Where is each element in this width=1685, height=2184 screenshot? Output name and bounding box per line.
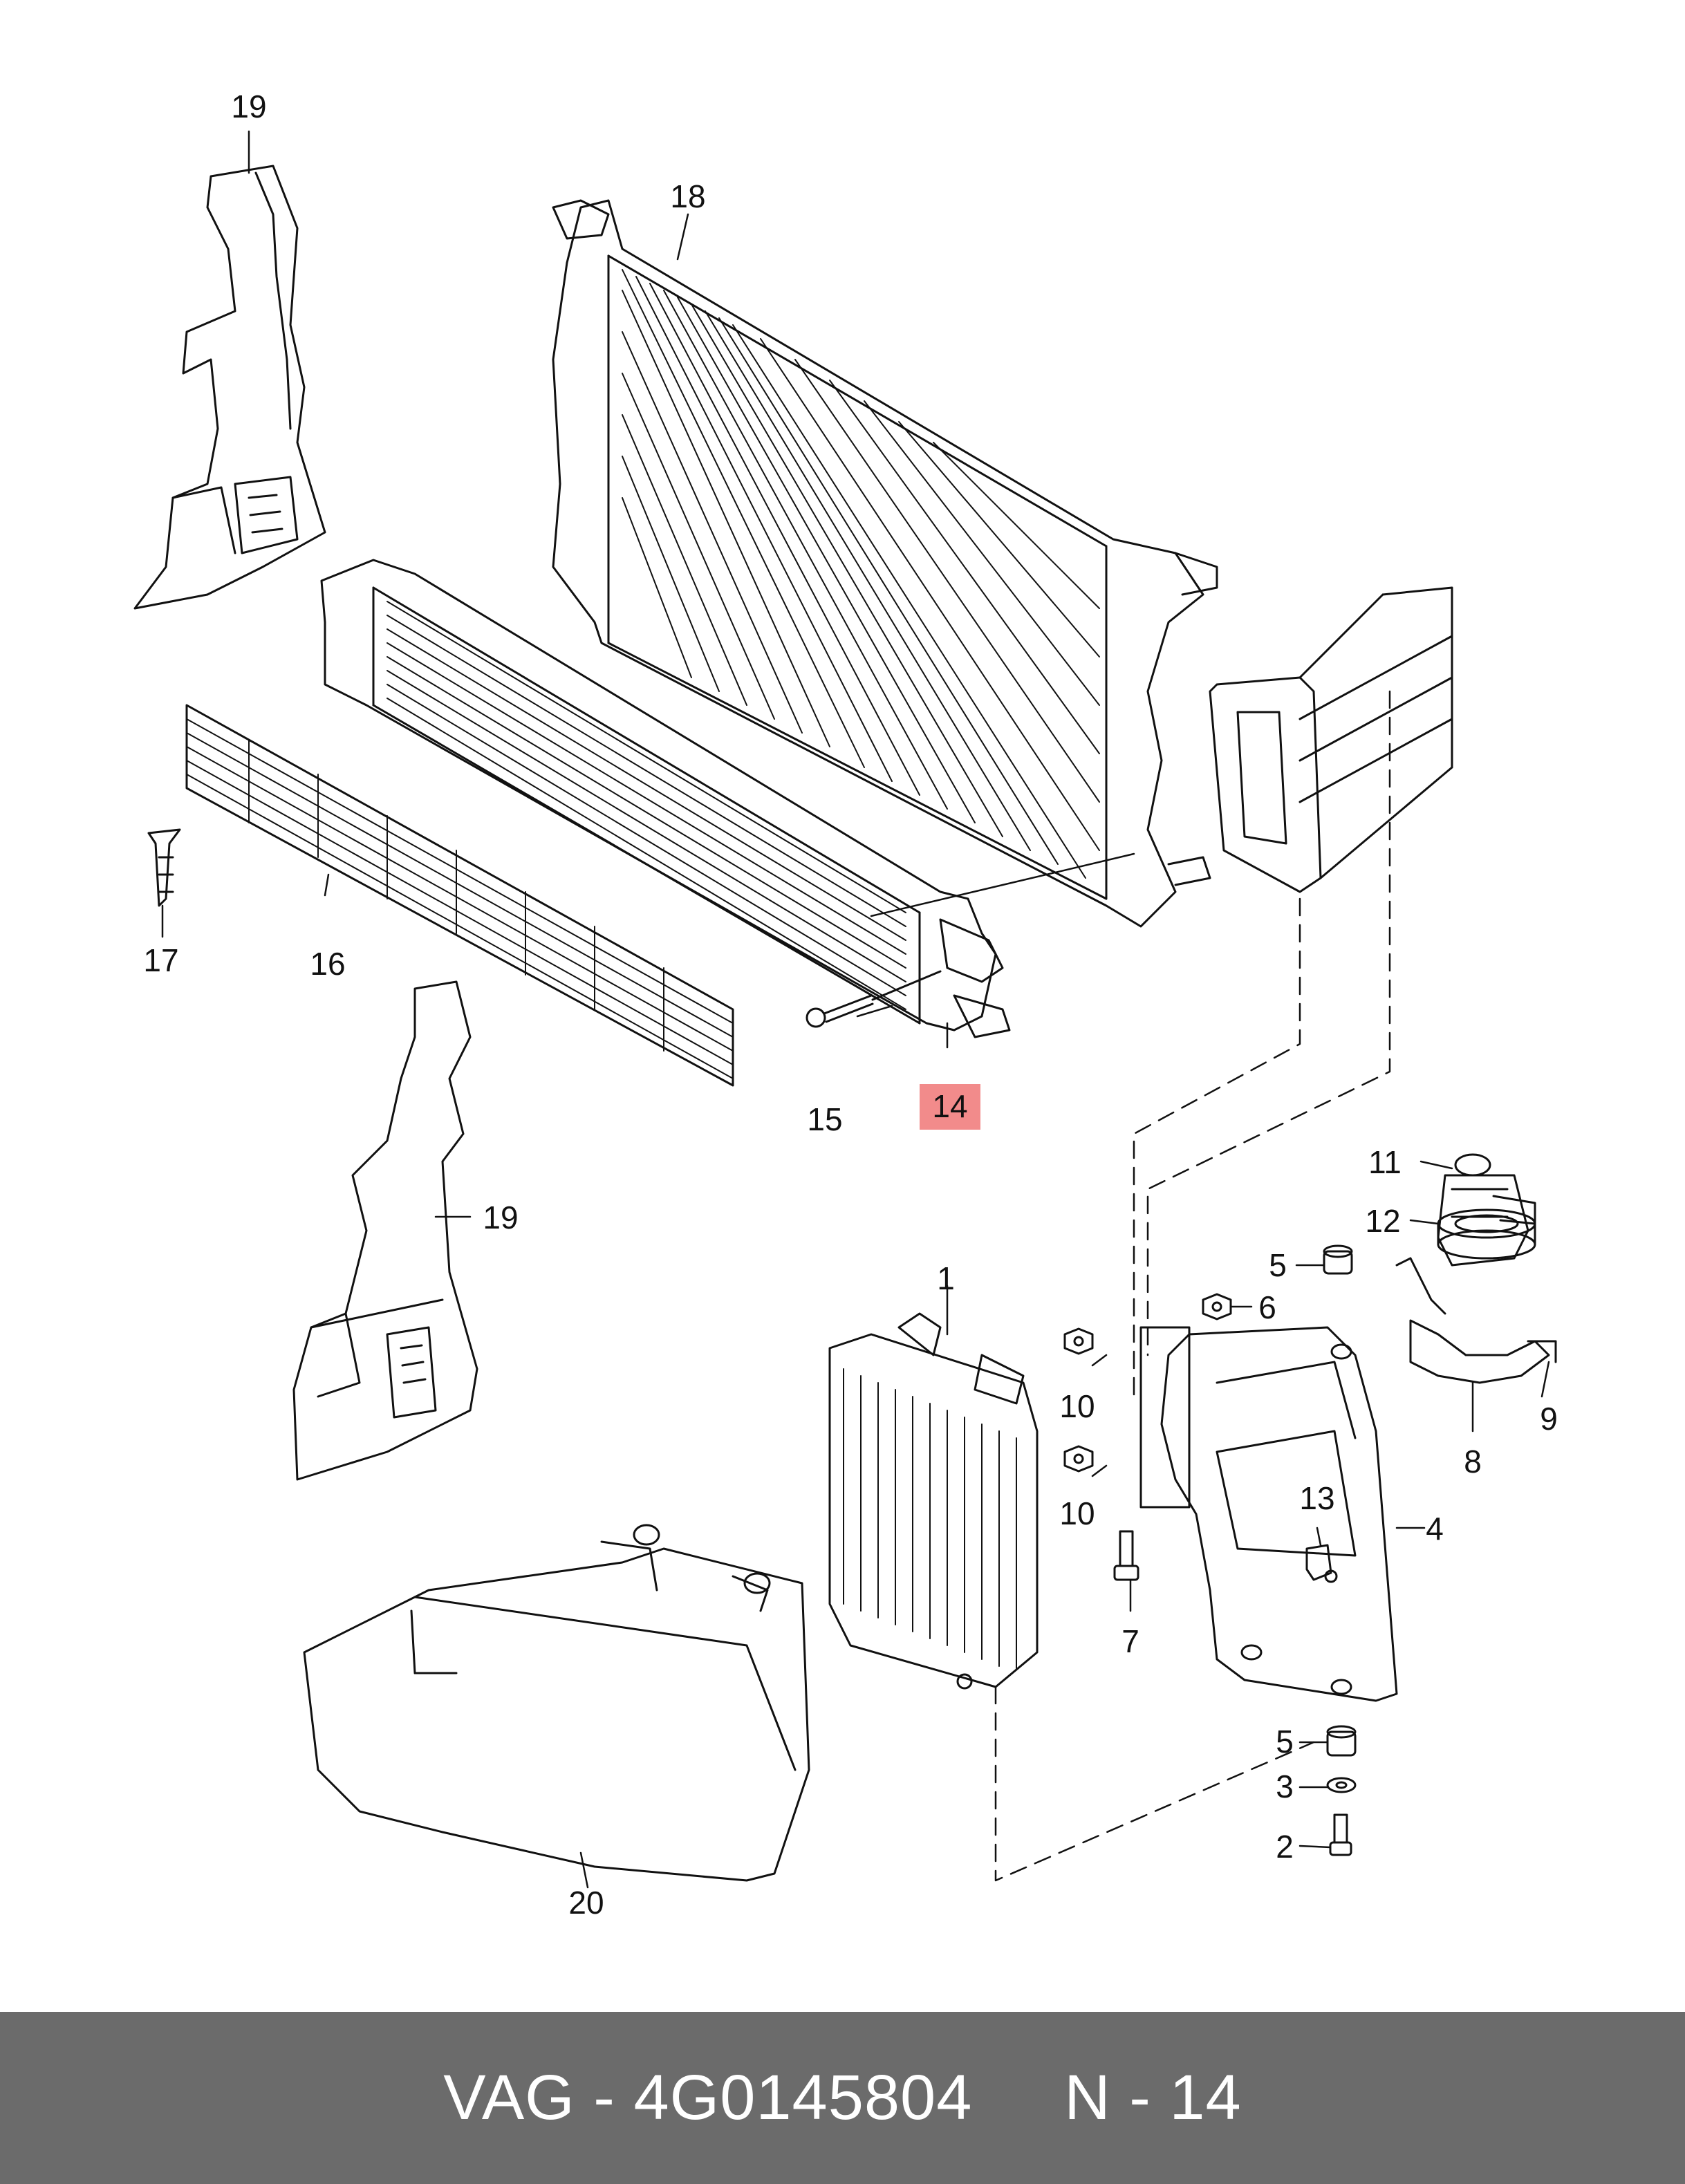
callout-5-lower: 5 — [1276, 1724, 1294, 1760]
callout-19-lower: 19 — [483, 1200, 518, 1235]
callout-15: 15 — [807, 1101, 842, 1137]
part-number-caption: VAG - 4G0145804 N - 14 — [443, 2062, 1242, 2133]
bolt-2 — [1329, 1813, 1352, 1856]
callout-5-upper: 5 — [1269, 1247, 1287, 1283]
callout-7: 7 — [1121, 1623, 1139, 1659]
bolt-7 — [1113, 1530, 1139, 1581]
leader-lines — [161, 130, 1550, 1889]
mounting-bracket — [1139, 1326, 1398, 1702]
callout-11: 11 — [1368, 1144, 1402, 1180]
callout-16: 16 — [310, 946, 345, 982]
rubber-grommet-lower — [1326, 1725, 1357, 1757]
callout-10-lower: 10 — [1059, 1495, 1095, 1531]
air-guide-upper-left — [133, 165, 326, 610]
callout-14: 14 — [932, 1088, 967, 1124]
rubber-grommet-upper — [1323, 1244, 1353, 1275]
callout-10-upper: 10 — [1059, 1388, 1095, 1424]
auxiliary-radiator — [320, 559, 1011, 1038]
parts-diagram: 1 2 3 4 5 5 6 7 8 9 10 10 11 12 13 14 15… — [133, 88, 1558, 1921]
air-duct — [303, 1524, 810, 1882]
callout-13: 13 — [1299, 1480, 1334, 1516]
cross-member-panel — [1209, 586, 1453, 893]
radiator-main — [552, 199, 1218, 928]
callout-17: 17 — [143, 942, 178, 978]
footer-bar: VAG - 4G0145804 N - 14 — [0, 2012, 1685, 2184]
callout-19-upper: 19 — [231, 88, 266, 124]
callout-18: 18 — [670, 178, 705, 214]
air-guide-lower-left — [292, 980, 478, 1481]
callout-1: 1 — [937, 1260, 955, 1296]
nut-10-upper — [1063, 1327, 1094, 1355]
highlight-box — [920, 1084, 980, 1130]
callout-3: 3 — [1276, 1768, 1294, 1804]
cable-clip — [1305, 1544, 1338, 1583]
nut-10-lower — [1063, 1445, 1094, 1473]
grille — [185, 704, 734, 1087]
callout-8: 8 — [1464, 1444, 1482, 1480]
retaining-clip — [147, 828, 181, 907]
assembly-dashed-lines — [994, 690, 1391, 1882]
callout-2: 2 — [1276, 1829, 1294, 1865]
auxiliary-cooler-1 — [828, 1312, 1039, 1690]
callout-12: 12 — [1365, 1203, 1400, 1239]
washer — [1326, 1777, 1357, 1793]
bolt-15 — [806, 970, 942, 1028]
hose-clamp — [1395, 1257, 1557, 1384]
callout-6: 6 — [1258, 1289, 1276, 1325]
radiator-fins — [622, 269, 1100, 879]
callout-20: 20 — [568, 1885, 604, 1921]
callout-4: 4 — [1426, 1511, 1444, 1547]
callout-9: 9 — [1540, 1401, 1558, 1437]
callout-labels: 1 2 3 4 5 5 6 7 8 9 10 10 11 12 13 14 15… — [143, 88, 1557, 1921]
nut-6 — [1202, 1293, 1232, 1320]
